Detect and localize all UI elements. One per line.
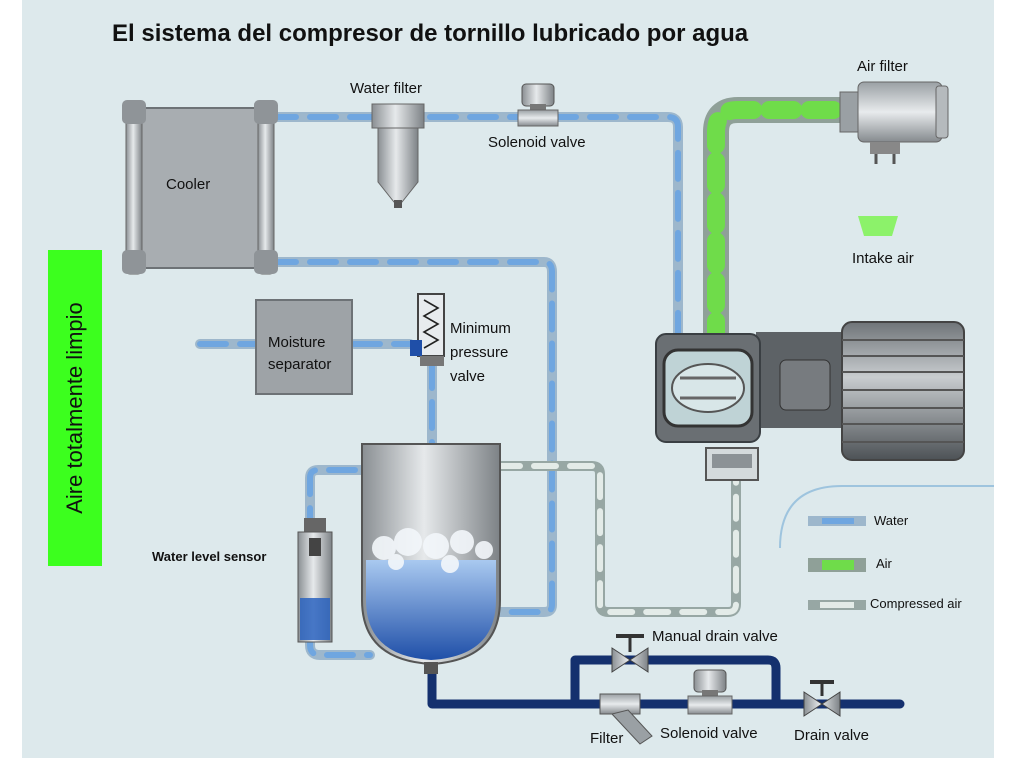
water-filter-unit bbox=[371, 103, 425, 208]
air-intake-pipe bbox=[703, 97, 858, 358]
solenoid-valve-top-label: Solenoid valve bbox=[488, 134, 586, 151]
solenoid-valve-top-unit bbox=[517, 83, 559, 127]
cooler-label: Cooler bbox=[166, 176, 211, 193]
drain-pipes bbox=[427, 655, 905, 709]
solenoid-valve-bottom-label: Solenoid valve bbox=[660, 725, 758, 742]
min-pressure-valve-label-line3: valve bbox=[450, 368, 486, 385]
manual-drain-valve-label: Manual drain valve bbox=[652, 628, 778, 645]
air-filter-label: Air filter bbox=[857, 58, 908, 75]
water-filter-label: Water filter bbox=[350, 80, 422, 97]
drain-valve-unit bbox=[803, 680, 841, 717]
solenoid-valve-bottom-unit bbox=[687, 669, 733, 715]
drain-filter-unit bbox=[599, 693, 653, 745]
side-label-container: Aire totalmente limpio bbox=[48, 250, 102, 566]
filter-label: Filter bbox=[590, 730, 624, 747]
air-filter-unit bbox=[839, 81, 949, 164]
legend-air-label: Air bbox=[876, 556, 892, 571]
intake-air-indicator bbox=[858, 216, 898, 236]
water-level-sensor-label: Water level sensor bbox=[152, 549, 267, 564]
legend bbox=[779, 485, 994, 610]
min-pressure-valve-label-line1: Minimum bbox=[450, 320, 511, 337]
min-pressure-valve-label-line2: pressure bbox=[450, 344, 509, 361]
manual-drain-valve-unit bbox=[611, 634, 649, 673]
cooler bbox=[122, 100, 278, 275]
compressor-motor-unit bbox=[655, 321, 965, 481]
moisture-separator-label-line2: separator bbox=[268, 356, 332, 373]
legend-water-swatch bbox=[808, 516, 866, 526]
legend-water-label: Water bbox=[874, 513, 909, 528]
moisture-separator-label-line1: Moisture bbox=[268, 334, 326, 351]
legend-compressed-air-label: Compressed air bbox=[870, 596, 962, 611]
compressed-air-pipes bbox=[493, 461, 741, 617]
separator-tank bbox=[361, 443, 501, 674]
moisture-separator bbox=[255, 299, 353, 395]
legend-compressed-air-swatch bbox=[808, 600, 866, 610]
intake-air-label: Intake air bbox=[852, 250, 914, 267]
side-label-box bbox=[48, 250, 102, 566]
water-level-sensor-unit bbox=[297, 518, 333, 643]
drain-valve-label: Drain valve bbox=[794, 727, 870, 744]
legend-air-swatch bbox=[808, 558, 866, 572]
minimum-pressure-valve-unit bbox=[410, 293, 445, 366]
side-label: Aire totalmente limpio bbox=[62, 302, 88, 514]
page-title: El sistema del compresor de tornillo lub… bbox=[112, 20, 749, 47]
